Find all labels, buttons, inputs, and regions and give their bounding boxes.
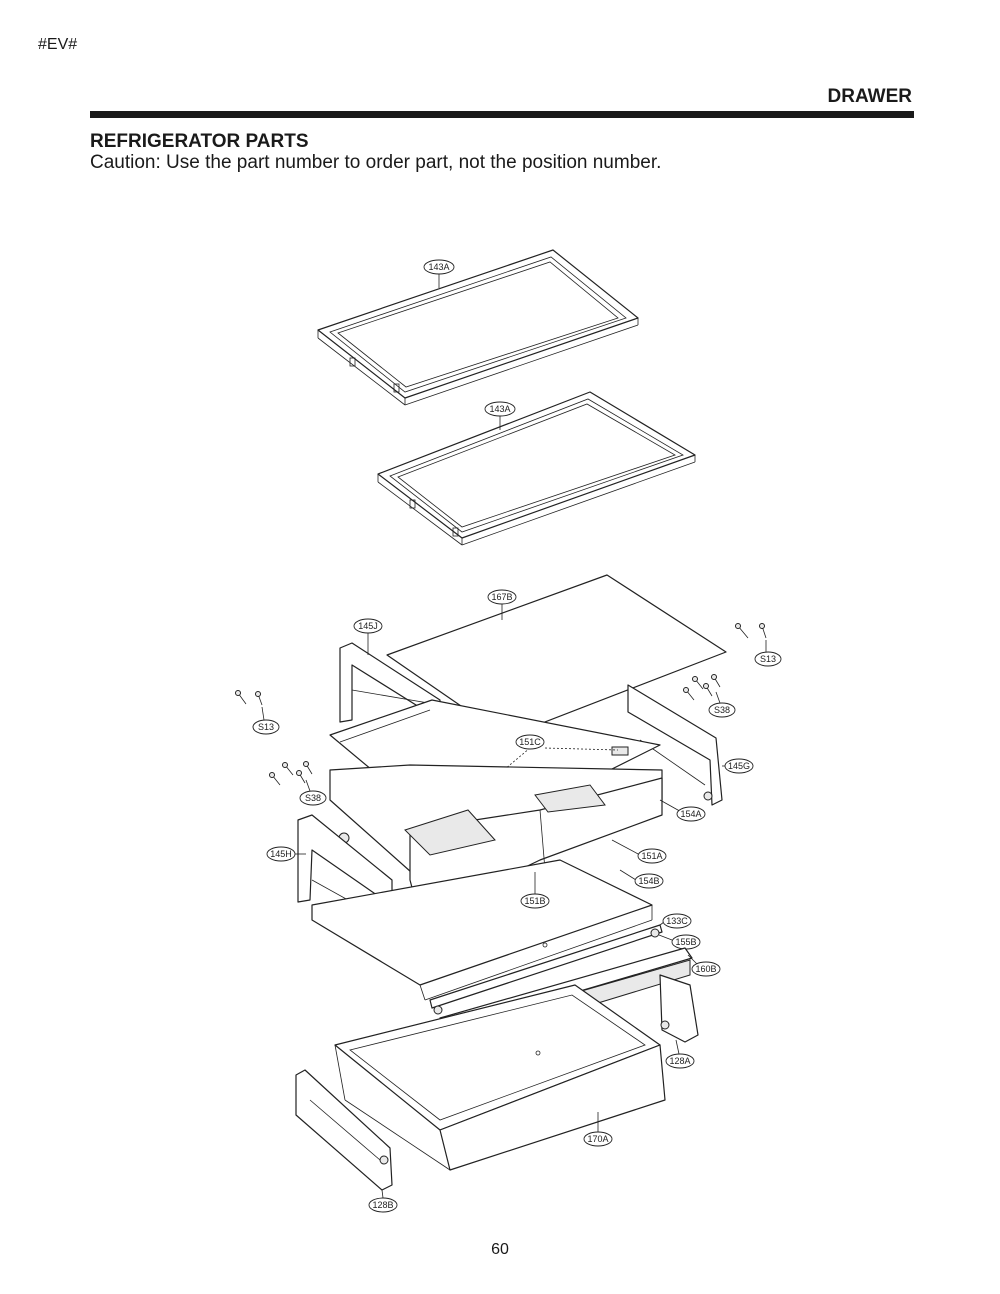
callout-151a: 151A	[611, 839, 667, 864]
callout-143a-bottom: 143A	[484, 401, 516, 430]
header-rule	[90, 111, 914, 118]
slide-rail	[429, 924, 663, 1015]
callout-151b: 151B	[520, 872, 550, 909]
callout-label: 133C	[666, 916, 688, 926]
glass-shelf-lower	[377, 391, 696, 546]
callout-label: S38	[714, 705, 730, 715]
callout-128b: 128B	[368, 1189, 398, 1213]
callout-143a-top: 143A	[423, 259, 455, 288]
screws-s13-left	[235, 690, 263, 706]
callout-145h: 145H	[266, 846, 306, 862]
callout-s38-right: S38	[708, 691, 736, 718]
callout-label: 151C	[519, 737, 541, 747]
callout-label: 143A	[428, 262, 449, 272]
callout-145j: 145J	[353, 618, 383, 655]
left-bracket	[295, 1069, 393, 1191]
callout-s38-left: S38	[299, 779, 327, 806]
callout-label: 145J	[358, 621, 378, 631]
callout-label: 151B	[524, 896, 545, 906]
screws-s38-right	[683, 674, 721, 701]
callout-label: 143A	[489, 404, 510, 414]
section-title: DRAWER	[827, 86, 912, 107]
callout-label: S13	[258, 722, 274, 732]
caution-note: Caution: Use the part number to order pa…	[90, 152, 662, 173]
callout-label: 128B	[372, 1200, 393, 1210]
callout-s13-left: S13	[252, 706, 280, 735]
callout-label: 155B	[675, 937, 696, 947]
callout-label: 154A	[680, 809, 701, 819]
right-bracket	[659, 974, 699, 1043]
callout-label: 170A	[587, 1134, 608, 1144]
callout-label: 128A	[669, 1056, 690, 1066]
page-number: 60	[491, 1241, 509, 1258]
callout-s13-right: S13	[754, 640, 782, 667]
callout-label: S13	[760, 654, 776, 664]
callout-170a: 170A	[583, 1112, 613, 1147]
callout-133c: 133C	[659, 913, 692, 929]
callout-155b: 155B	[658, 934, 701, 950]
callout-160b: 160B	[687, 954, 721, 977]
callout-label: 167B	[491, 592, 512, 602]
callout-label: 154B	[638, 876, 659, 886]
glass-shelf-upper	[317, 249, 639, 406]
callout-128a: 128A	[665, 1039, 695, 1069]
callout-label: 160B	[695, 964, 716, 974]
callout-154a: 154A	[659, 799, 706, 822]
main-drawer-bin	[334, 984, 666, 1171]
callout-label: 145H	[270, 849, 292, 859]
callout-label: 145G	[728, 761, 750, 771]
crisper-tray	[311, 859, 653, 1001]
callout-167b: 167B	[487, 589, 517, 620]
callout-154b: 154B	[619, 869, 664, 889]
callout-label: S38	[305, 793, 321, 803]
screws-s38-left	[269, 761, 313, 786]
screws-s13-right	[735, 623, 767, 639]
model-code: #EV#	[38, 36, 78, 53]
page-heading: REFRIGERATOR PARTS	[90, 131, 309, 152]
callout-145g: 145G	[722, 758, 754, 774]
callout-label: 151A	[641, 851, 662, 861]
